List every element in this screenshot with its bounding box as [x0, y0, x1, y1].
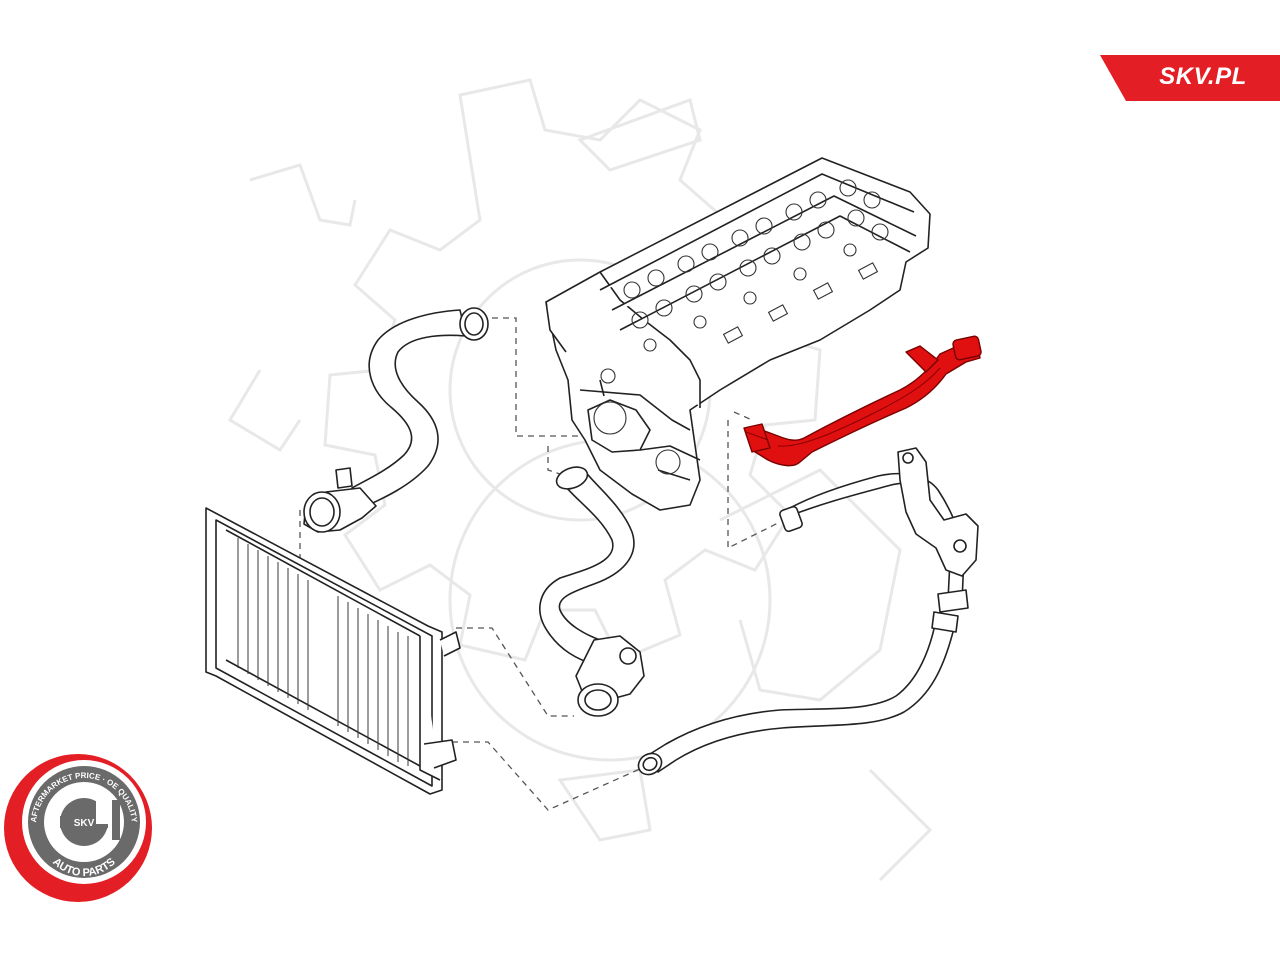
- badge-bottom-text: AUTO PARTS: [50, 856, 117, 879]
- watermark-gear: [227, 78, 933, 882]
- upper-radiator-hose: [303, 307, 489, 533]
- badge-ring: [4, 754, 152, 902]
- brand-tab: [1100, 55, 1280, 101]
- radiator-fins: [237, 538, 409, 766]
- head-details: [593, 179, 889, 475]
- radiator: [205, 507, 461, 795]
- badge-logo: AFTERMARKET PRICE · OE QUALITY AUTO PART…: [29, 771, 139, 879]
- coolant-pipe-edges: [745, 367, 941, 447]
- brand-tab-shape: [1100, 55, 1280, 101]
- long-return-hose: [637, 611, 959, 776]
- heater-hose-assembly: [779, 447, 979, 613]
- cylinder-head: [545, 157, 931, 511]
- bottom-margin: [0, 904, 1280, 960]
- badge-center-text: SKV: [74, 818, 95, 829]
- brand-label[interactable]: SKV.PL: [1159, 63, 1247, 90]
- lower-radiator-hose: [539, 466, 645, 717]
- coolant-pipe: [743, 335, 982, 467]
- badge-ring-text: AFTERMARKET PRICE · OE QUALITY: [29, 771, 139, 824]
